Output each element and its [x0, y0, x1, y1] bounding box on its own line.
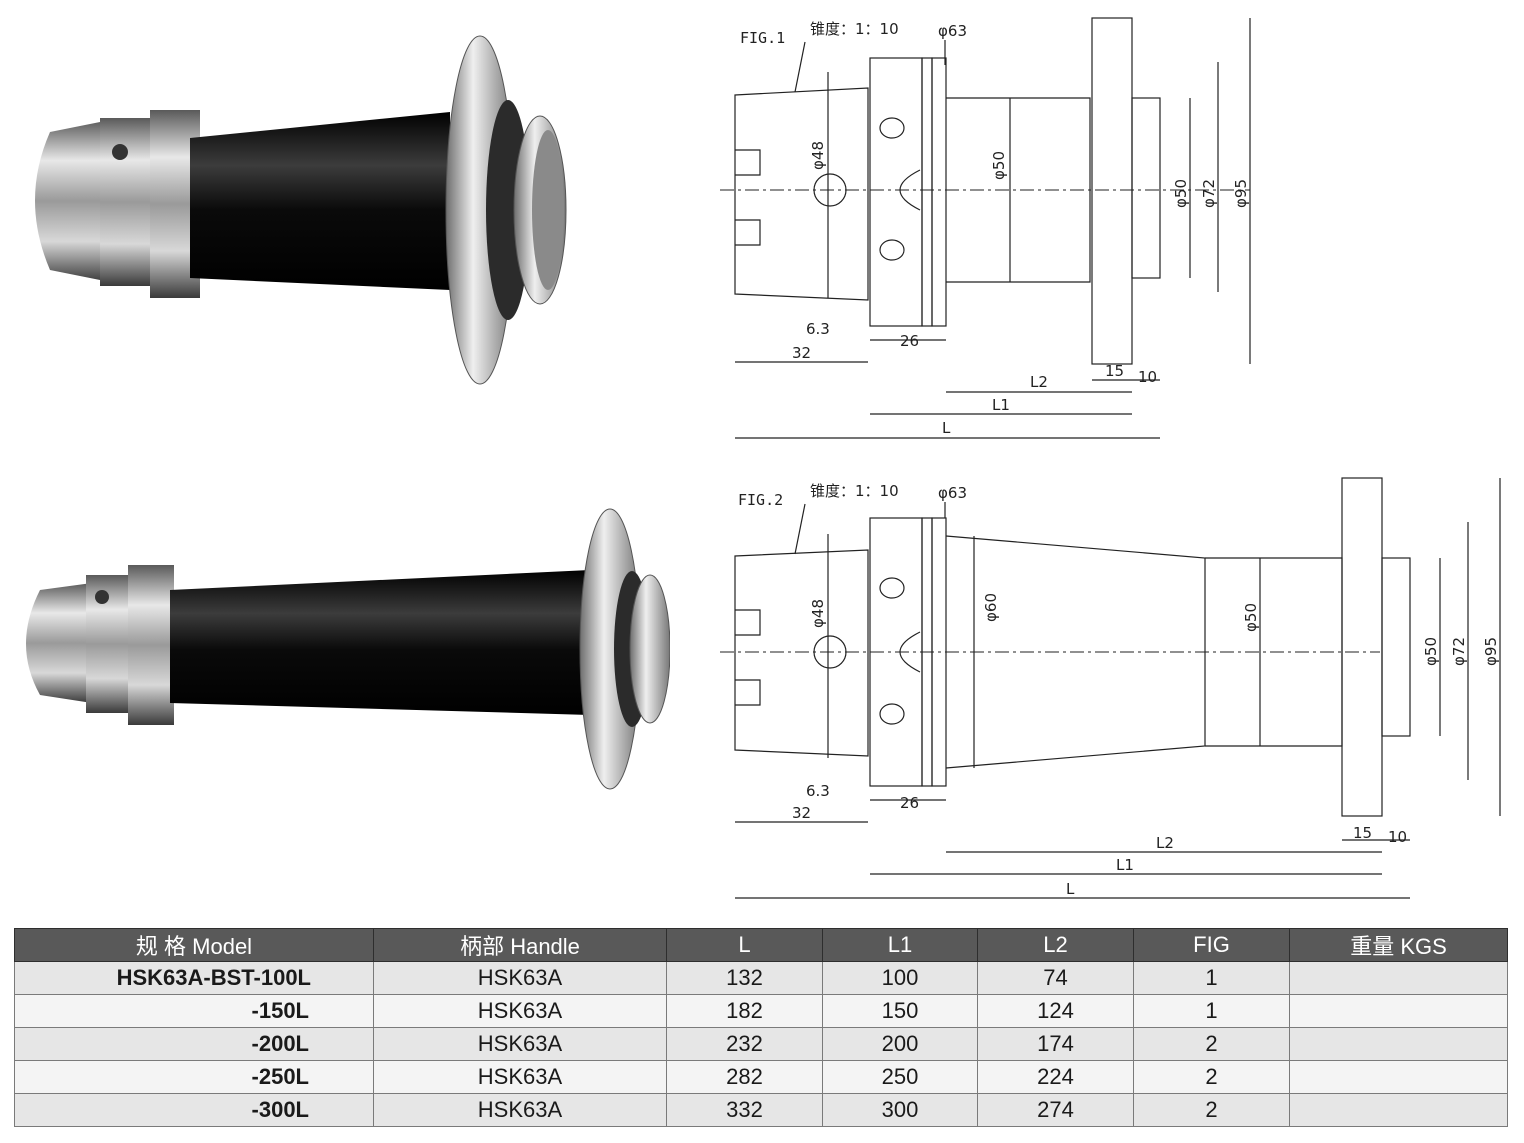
cell-L: 332 — [666, 1093, 823, 1127]
cell-L1: 250 — [822, 1060, 978, 1094]
table-row: -150L HSK63A 182 150 124 1 — [14, 994, 1508, 1028]
fig2-v15: 15 — [1353, 824, 1372, 842]
header-L2: L2 — [977, 928, 1134, 962]
header-L1: L1 — [822, 928, 978, 962]
cell-L1: 200 — [822, 1027, 978, 1061]
fig1-d63: φ63 — [938, 22, 967, 40]
fig2-d50-body: φ50 — [1242, 603, 1260, 632]
fig2-taper: 锥度：1：10 — [810, 482, 899, 500]
cell-kgs — [1289, 1093, 1508, 1127]
fig2-v26: 26 — [900, 794, 919, 812]
product-photo-100l — [35, 35, 567, 385]
cell-L2: 74 — [977, 961, 1134, 995]
drawing-fig2: FIG.2 锥度：1：10 φ63 φ48 φ60 φ50 φ50 φ72 φ9… — [720, 477, 1501, 899]
cell-handle: HSK63A — [373, 1093, 667, 1127]
fig1-L1: L1 — [992, 396, 1010, 414]
cell-model: -250L — [14, 1060, 374, 1094]
cell-handle: HSK63A — [373, 1027, 667, 1061]
fig2-d50: φ50 — [1422, 637, 1440, 666]
cell-fig: 2 — [1133, 1093, 1290, 1127]
fig1-d72: φ72 — [1200, 179, 1218, 208]
header-L: L — [666, 928, 823, 962]
fig2-d60: φ60 — [982, 593, 1000, 622]
cell-kgs — [1289, 1060, 1508, 1094]
table-header-row: 规 格 Model 柄部 Handle L L1 L2 FIG 重量 KGS — [14, 928, 1508, 962]
fig1-d48: φ48 — [809, 141, 827, 170]
cell-L: 232 — [666, 1027, 823, 1061]
cell-L2: 124 — [977, 994, 1134, 1028]
cell-L: 132 — [666, 961, 823, 995]
fig1-d50-body: φ50 — [990, 151, 1008, 180]
table-row: -200L HSK63A 232 200 174 2 — [14, 1027, 1508, 1061]
cell-L2: 174 — [977, 1027, 1134, 1061]
cell-handle: HSK63A — [373, 994, 667, 1028]
fig1-label: FIG.1 — [740, 29, 785, 47]
cell-handle: HSK63A — [373, 1060, 667, 1094]
fig2-label: FIG.2 — [738, 491, 783, 509]
fig1-v10: 10 — [1138, 368, 1157, 386]
cell-fig: 2 — [1133, 1060, 1290, 1094]
drawing-fig1: FIG.1 锥度：1：10 φ63 φ48 φ50 φ50 φ72 φ95 32… — [720, 17, 1251, 439]
fig1-L2: L2 — [1030, 373, 1048, 391]
cell-model: -150L — [14, 994, 374, 1028]
cell-L1: 150 — [822, 994, 978, 1028]
fig1-v63: 6.3 — [806, 320, 830, 338]
product-photo-300l — [26, 508, 670, 790]
fig2-d72: φ72 — [1450, 637, 1468, 666]
cell-fig: 1 — [1133, 961, 1290, 995]
fig1-v32: 32 — [792, 344, 811, 362]
spec-table: 规 格 Model 柄部 Handle L L1 L2 FIG 重量 KGS H… — [14, 928, 1508, 1127]
fig2-v10: 10 — [1388, 828, 1407, 846]
table-row: -300L HSK63A 332 300 274 2 — [14, 1093, 1508, 1127]
fig2-d48: φ48 — [809, 599, 827, 628]
fig1-taper: 锥度：1：10 — [810, 20, 899, 38]
header-fig: FIG — [1133, 928, 1290, 962]
fig1-v26: 26 — [900, 332, 919, 350]
cell-model: -300L — [14, 1093, 374, 1127]
cell-L1: 100 — [822, 961, 978, 995]
table-row: HSK63A-BST-100L HSK63A 132 100 74 1 — [14, 961, 1508, 995]
cell-L2: 224 — [977, 1060, 1134, 1094]
fig2-L1: L1 — [1116, 856, 1134, 874]
cell-L2: 274 — [977, 1093, 1134, 1127]
fig1-d50: φ50 — [1172, 179, 1190, 208]
fig1-v15: 15 — [1105, 362, 1124, 380]
cell-fig: 1 — [1133, 994, 1290, 1028]
fig2-d95: φ95 — [1482, 637, 1500, 666]
cell-kgs — [1289, 994, 1508, 1028]
header-handle: 柄部 Handle — [373, 928, 667, 962]
cell-L1: 300 — [822, 1093, 978, 1127]
cell-model: -200L — [14, 1027, 374, 1061]
cell-L: 282 — [666, 1060, 823, 1094]
cell-model: HSK63A-BST-100L — [14, 961, 374, 995]
header-kgs: 重量 KGS — [1289, 928, 1508, 962]
cell-kgs — [1289, 1027, 1508, 1061]
cell-handle: HSK63A — [373, 961, 667, 995]
fig2-d63: φ63 — [938, 484, 967, 502]
cell-kgs — [1289, 961, 1508, 995]
fig2-L2: L2 — [1156, 834, 1174, 852]
cell-fig: 2 — [1133, 1027, 1290, 1061]
fig2-v32: 32 — [792, 804, 811, 822]
cell-L: 182 — [666, 994, 823, 1028]
fig2-L: L — [1066, 880, 1075, 898]
fig1-L: L — [942, 419, 951, 437]
table-row: -250L HSK63A 282 250 224 2 — [14, 1060, 1508, 1094]
header-model: 规 格 Model — [14, 928, 374, 962]
fig1-d95: φ95 — [1232, 179, 1250, 208]
fig2-v63: 6.3 — [806, 782, 830, 800]
